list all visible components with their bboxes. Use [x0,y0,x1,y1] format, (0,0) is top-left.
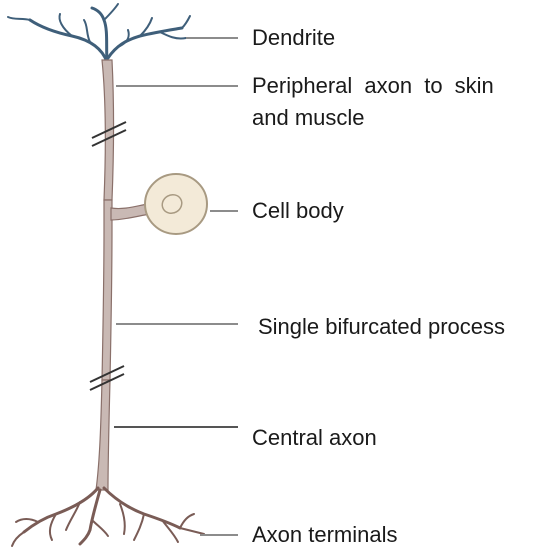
central-axon [96,380,110,490]
leader-lines [114,38,238,535]
label-axon-terminals: Axon terminals [252,521,398,549]
label-peripheral-axon-line2: and muscle [252,104,365,132]
label-central-axon: Central axon [252,424,377,452]
axon-shaft-middle [102,200,112,380]
cell-body [145,174,207,234]
label-single-bifurcated-process: Single bifurcated process [258,313,505,341]
label-peripheral-axon: Peripheral axon to skin [252,72,494,100]
label-cell-body: Cell body [252,197,344,225]
dendrite-branches [8,4,190,62]
label-dendrite: Dendrite [252,24,335,52]
axon-terminal-branches [12,488,204,546]
